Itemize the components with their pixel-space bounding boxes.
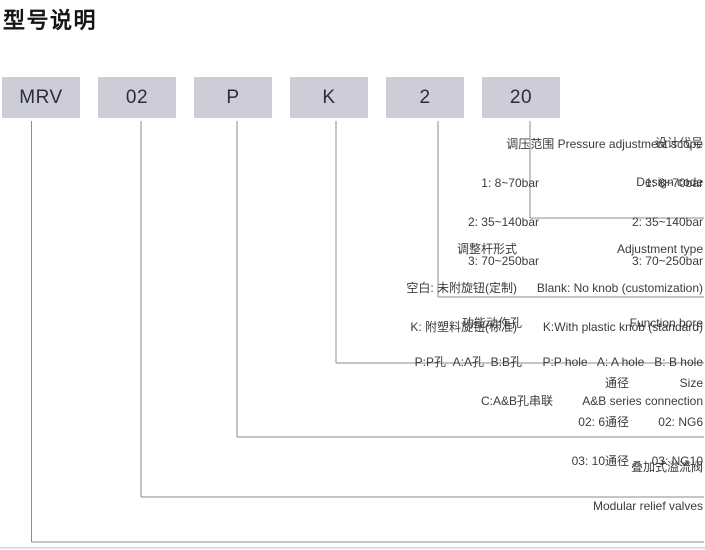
adjustment-header-cn: 调整杆形式 — [456, 242, 517, 256]
model-segment-adjustment: K — [290, 77, 368, 118]
page-title: 型号说明 — [3, 8, 98, 33]
model-code-row: MRV 02 P K 2 20 — [2, 77, 560, 118]
adjustment-type-row: 空白: 未附旋钮(定制) Blank: No knob (customizati… — [406, 282, 703, 295]
function-bore-row: C:A&B孔串联 A&B series connection — [415, 395, 703, 408]
model-segment-design-code: 20 — [482, 77, 560, 118]
function-pab-cn: P:P孔 A:A孔 B:B孔 — [414, 355, 522, 369]
design-code-label-cn: 设计代号 — [654, 136, 703, 150]
adjustment-type-header: 调整杆形式 Adjustment type — [406, 243, 703, 256]
annotation-pressure-range: 调压范围 Pressure adjustment scope 1: 8~70ba… — [468, 112, 703, 294]
pressure-option-2-en: 2: 35~140bar — [631, 215, 703, 229]
pressure-range-row: 2: 35~140bar 2: 35~140bar — [468, 216, 703, 229]
size-row: 02: 6通径 02: NG6 — [572, 416, 703, 429]
model-segment-series: MRV — [2, 77, 80, 118]
pressure-range-row: 1: 8~70bar 1: 8~70bar — [468, 177, 703, 190]
size-ng10-cn: 03: 10通径 — [571, 454, 629, 468]
design-code-label-en: Design code — [636, 175, 703, 189]
size-ng6-cn: 02: 6通径 — [578, 415, 629, 429]
pressure-option-1-en: 1: 8~70bar — [645, 176, 703, 190]
annotation-design-code: 设计代号 Design code — [636, 111, 703, 215]
function-series-en: A&B series connection — [582, 394, 703, 408]
adjustment-knob-cn: K: 附塑料旋钮(标准) — [410, 320, 517, 334]
pressure-option-2-cn: 2: 35~140bar — [467, 215, 539, 229]
annotation-adjustment-type: 调整杆形式 Adjustment type 空白: 未附旋钮(定制) Blank… — [406, 217, 703, 360]
pressure-option-1-cn: 1: 8~70bar — [481, 176, 539, 190]
adjustment-blank-en: Blank: No knob (customization) — [536, 281, 703, 295]
pressure-option-3-cn: 3: 70~250bar — [467, 254, 539, 268]
function-header-en: Function bore — [629, 316, 703, 330]
annotation-function-bore: 功能动作孔 Function bore P:P孔 A:A孔 B:B孔 P:P h… — [415, 291, 703, 434]
pressure-range-header: 调压范围 Pressure adjustment scope — [506, 137, 703, 151]
adjustment-header-en: Adjustment type — [616, 242, 703, 256]
annotation-product-name: 叠加式溢流阀 Modular relief valves — [593, 435, 703, 539]
pressure-range-row: 3: 70~250bar 3: 70~250bar — [468, 255, 703, 268]
adjustment-knob-en: K:With plastic knob (standard) — [542, 320, 703, 334]
function-series-cn: C:A&B孔串联 — [480, 394, 553, 408]
model-segment-function: P — [194, 77, 272, 118]
adjustment-blank-cn: 空白: 未附旋钮(定制) — [406, 281, 517, 295]
size-row: 03: 10通径 03: NG10 — [572, 455, 703, 468]
pressure-option-3-en: 3: 70~250bar — [631, 254, 703, 268]
function-pab-en: P:P hole A: A hole B: B hole — [542, 355, 703, 369]
function-bore-row: P:P孔 A:A孔 B:B孔 P:P hole A: A hole B: B h… — [415, 356, 703, 369]
size-header-en: Size — [679, 376, 703, 390]
adjustment-type-row: K: 附塑料旋钮(标准) K:With plastic knob (standa… — [406, 321, 703, 334]
annotation-size: 通径 Size 02: 6通径 02: NG6 03: 10通径 03: NG1… — [572, 351, 703, 494]
product-name-en: Modular relief valves — [592, 499, 703, 513]
size-header-cn: 通径 — [604, 376, 629, 390]
product-name-cn: 叠加式溢流阀 — [630, 460, 703, 474]
size-header: 通径 Size — [572, 377, 703, 390]
function-bore-header: 功能动作孔 Function bore — [415, 317, 703, 330]
model-segment-pressure: 2 — [386, 77, 464, 118]
size-ng10-en: 03: NG10 — [651, 454, 703, 468]
function-header-cn: 功能动作孔 — [461, 316, 522, 330]
size-ng6-en: 02: NG6 — [658, 415, 703, 429]
model-segment-size: 02 — [98, 77, 176, 118]
